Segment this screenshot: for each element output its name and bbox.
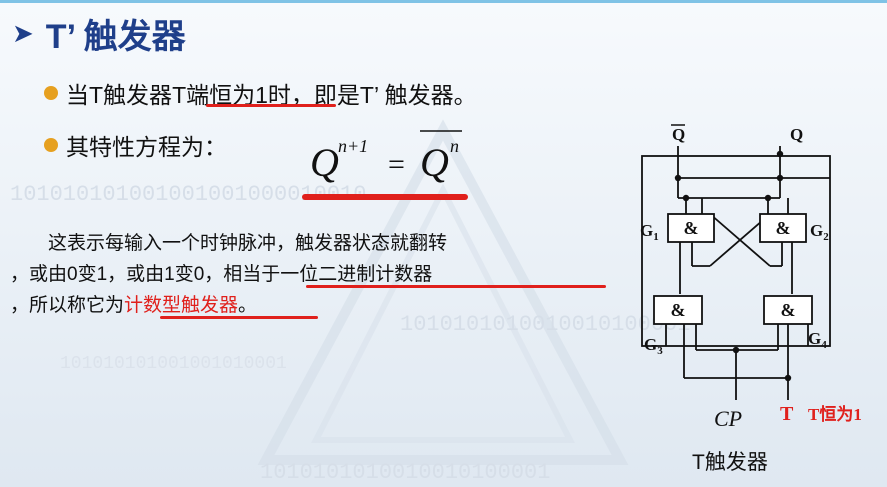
para-line-3-post: 。 xyxy=(238,295,258,316)
circuit-caption: T触发器 xyxy=(692,451,768,474)
bullet-1: 当T触发器 T端恒为1 时，即是T’ 触发器。 xyxy=(44,76,477,110)
slide-title: ➤ T’ 触发器 xyxy=(12,10,186,56)
label-g2: G2 xyxy=(810,221,829,243)
watermark-row-3: 101010101001001010001 xyxy=(60,354,287,374)
gate-g1 xyxy=(667,213,715,243)
characteristic-equation: Q n+1 = Q n xyxy=(310,130,462,185)
eq-rhs: Q xyxy=(420,140,449,185)
gate-g4-symbol: & xyxy=(781,300,796,320)
bullet-1-pre: 当T触发器 xyxy=(66,82,173,108)
bullet-1-underline xyxy=(206,104,336,107)
para-line-2-underline xyxy=(306,285,606,288)
bullet-1-underlined: T端恒为1 xyxy=(172,82,268,108)
para-line-3: ，所以称它为计数型触发器。 xyxy=(10,290,610,321)
label-cp: CP xyxy=(714,406,742,431)
para-line-3-highlight: 计数型触发器 xyxy=(124,295,239,316)
para-line-2: ，或由0变1，或由1变0，相当于一位二进制计数器 xyxy=(10,259,610,290)
label-q: Q xyxy=(790,125,803,144)
top-accent-line xyxy=(0,0,887,3)
label-g3: G3 xyxy=(644,335,663,357)
bullet-1-post: 时，即是T’ 触发器。 xyxy=(267,82,477,108)
label-g1: G1 xyxy=(640,221,659,243)
gate-g3 xyxy=(653,295,703,325)
arrow-icon: ➤ xyxy=(12,17,34,48)
feedback-loop-frame xyxy=(641,155,831,347)
para-line-1: 这表示每输入一个时钟脉冲，触发器状态就翻转 xyxy=(10,233,448,254)
gate-g3-symbol: & xyxy=(671,300,686,320)
para-line-3-underline xyxy=(160,316,318,319)
label-q-bar: Q xyxy=(672,125,685,144)
para-line-2-pre: ，或由0变1，或由1变0， xyxy=(10,264,224,285)
bullet-dot-icon xyxy=(44,86,58,100)
eq-rhs-sup: n xyxy=(450,136,459,156)
para-line-2-underlined: 相当于一位二进制计数器 xyxy=(223,264,433,285)
gate-g2 xyxy=(759,213,807,243)
t-flip-flop-circuit: & & & & G1 G2 G3 G4 Q Q CP T T恒为1 xyxy=(640,124,862,431)
bullet-2: 其特性方程为： xyxy=(44,128,227,162)
gate-g1-symbol: & xyxy=(684,218,699,238)
label-t: T xyxy=(780,403,794,425)
gate-g4 xyxy=(763,295,813,325)
para-line-3-pre: ，所以称它为 xyxy=(10,295,125,316)
eq-lhs: Q xyxy=(310,140,339,185)
label-g4: G4 xyxy=(808,329,827,351)
bullet-dot-icon xyxy=(44,138,58,152)
label-t-note: T恒为1 xyxy=(808,404,862,424)
explanation-paragraph: 这表示每输入一个时钟脉冲，触发器状态就翻转 ，或由0变1，或由1变0，相当于一位… xyxy=(10,228,610,321)
bullet-2-text: 其特性方程为： xyxy=(66,134,227,160)
gate-g2-symbol: & xyxy=(776,218,791,238)
eq-lhs-sup: n+1 xyxy=(338,136,368,156)
equation-underline xyxy=(302,194,468,200)
watermark-row-4: 1010101010010010100001 xyxy=(260,460,550,485)
slide-title-text: T’ 触发器 xyxy=(45,17,186,56)
eq-equals: = xyxy=(388,148,405,181)
